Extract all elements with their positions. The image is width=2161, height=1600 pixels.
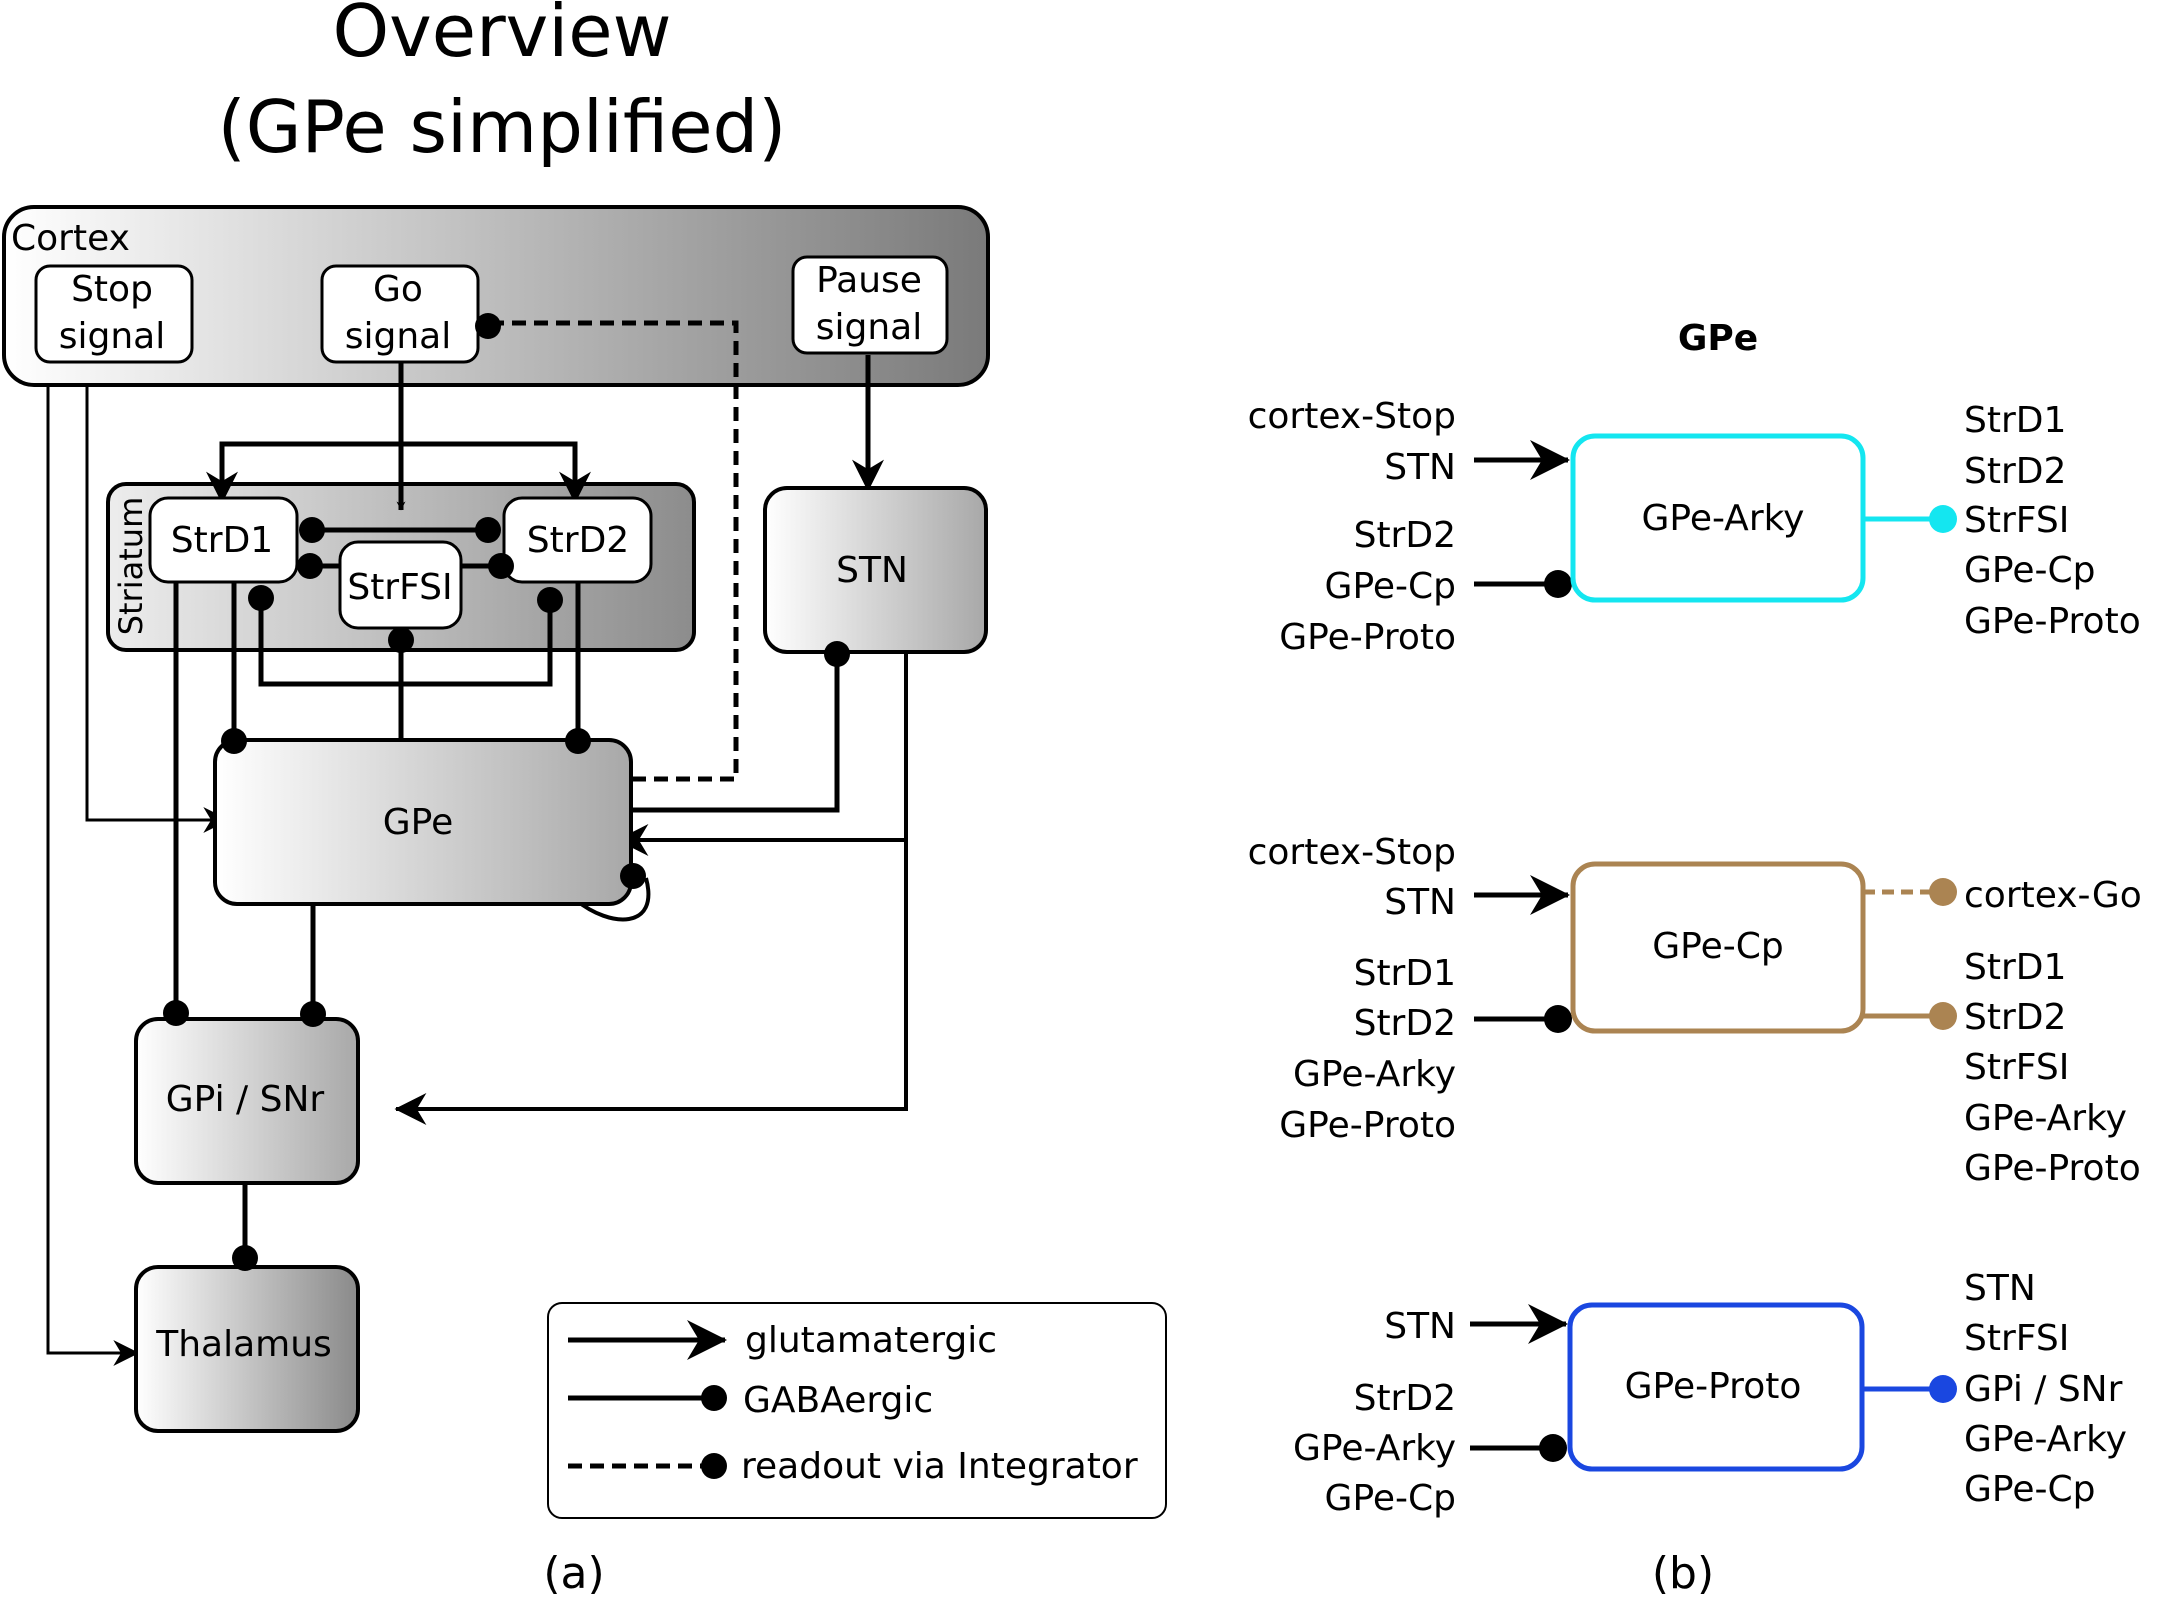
gpe-to-stn-line [632, 654, 840, 813]
overview-title-line2: (GPe simplified) [218, 85, 787, 169]
strfsi-label: StrFSI [347, 567, 452, 608]
arky-exc-input-1: cortex-Stop [1248, 396, 1456, 437]
proto-output-dot [1929, 1375, 1957, 1403]
gpe-node: GPe [213, 738, 633, 906]
cortex-box [2, 205, 990, 387]
overview-title-line1: Overview [333, 0, 672, 73]
gpe-self-loop [574, 877, 651, 922]
proto-output-2: StrFSI [1964, 1318, 2069, 1359]
arky-inh-input-3: GPe-Proto [1279, 617, 1456, 658]
legend-readout-label: readout via Integrator [741, 1446, 1138, 1487]
striatum-label: Striatum [112, 497, 150, 636]
stop-signal-node: Stop signal [34, 264, 194, 364]
stop-to-gpe-arrow [85, 385, 230, 833]
gpe-arky-group: cortex-Stop STN StrD2 GPe-Cp GPe-Proto G… [1248, 396, 2141, 658]
arky-inh-input-2: GPe-Cp [1325, 566, 1456, 607]
legend-gabaergic-label: GABAergic [743, 1380, 933, 1421]
cp-output-1: StrD1 [1964, 947, 2066, 988]
overview-panel: Overview (GPe simplified) Cortex Striatu… [2, 0, 1167, 1599]
go-signal-line1: Go [373, 269, 423, 310]
arky-output-4: GPe-Cp [1964, 550, 2095, 591]
cp-readout-output: cortex-Go [1964, 875, 2142, 916]
cp-readout-dot [1929, 878, 1957, 906]
arky-inh-dot [1544, 570, 1572, 598]
cp-output-4: GPe-Arky [1964, 1098, 2127, 1139]
cortex-to-thalamus-arrow [46, 385, 140, 1366]
pause-signal-line1: Pause [816, 260, 922, 301]
panel-b-label: (b) [1652, 1548, 1714, 1599]
pause-signal-node: Pause signal [791, 255, 949, 355]
arky-output-dot [1929, 505, 1957, 533]
gpe-cp-label: GPe-Cp [1652, 926, 1783, 967]
proto-output-5: GPe-Cp [1964, 1469, 2095, 1510]
stn-node: STN [763, 486, 988, 654]
overview-inhibitory-dots [163, 313, 850, 1271]
arky-output-3: StrFSI [1964, 500, 2069, 541]
gpe-subpopulations-panel: GPe cortex-Stop STN StrD2 GPe-Cp GPe-Pro… [1248, 318, 2142, 1599]
arky-output-1: StrD1 [1964, 400, 2066, 441]
arky-output-2: StrD2 [1964, 451, 2066, 492]
gpe-cp-box [1570, 861, 1866, 1034]
legend-glutamatergic-label: glutamatergic [745, 1320, 997, 1361]
cp-output-3: StrFSI [1964, 1047, 2069, 1088]
cp-inh-input-3: GPe-Arky [1293, 1054, 1456, 1095]
legend-readout-dot [701, 1453, 727, 1479]
proto-output-4: GPe-Arky [1964, 1419, 2127, 1460]
panel-a-label: (a) [543, 1548, 604, 1599]
thalamus-label: Thalamus [155, 1324, 332, 1365]
gpe-proto-group: STN StrD2 GPe-Arky GPe-Cp GPe-Proto STN … [1293, 1268, 2127, 1519]
stn-label: STN [836, 550, 908, 591]
cp-inh-dot [1544, 1005, 1572, 1033]
strd1-strd2-bottom-loop [258, 598, 553, 687]
gpi-node: GPi / SNr [134, 1017, 360, 1185]
readout-dashed-line [490, 320, 739, 782]
cp-exc-input-1: cortex-Stop [1248, 832, 1456, 873]
cp-exc-input-2: STN [1384, 882, 1456, 923]
gpe-label: GPe [383, 802, 453, 843]
cp-inh-input-4: GPe-Proto [1279, 1105, 1456, 1146]
proto-inh-dot [1539, 1434, 1567, 1462]
proto-output-1: STN [1964, 1268, 2036, 1309]
go-signal-line2: signal [345, 316, 452, 357]
arky-inh-input-1: StrD2 [1354, 515, 1456, 556]
gpe-proto-label: GPe-Proto [1625, 1366, 1802, 1407]
gpe-arky-label: GPe-Arky [1642, 498, 1805, 539]
thalamus-node: Thalamus [134, 1265, 360, 1433]
strd2-node: StrD2 [502, 496, 653, 584]
stop-signal-line2: signal [59, 316, 166, 357]
proto-inh-input-2: GPe-Arky [1293, 1428, 1456, 1469]
arky-output-5: GPe-Proto [1964, 601, 2141, 642]
strd1-node: StrD1 [148, 496, 299, 584]
proto-exc-input-1: STN [1384, 1306, 1456, 1347]
legend: glutamatergic GABAergic readout via Inte… [547, 1302, 1167, 1519]
cp-inh-input-1: StrD1 [1354, 953, 1456, 994]
cp-inh-input-2: StrD2 [1354, 1003, 1456, 1044]
cp-output-5: GPe-Proto [1964, 1148, 2141, 1189]
gpe-panel-title: GPe [1678, 318, 1758, 359]
cp-output-2: StrD2 [1964, 997, 2066, 1038]
overview-connections [46, 320, 908, 1366]
cortex-label: Cortex [11, 218, 130, 259]
gpi-label: GPi / SNr [166, 1079, 325, 1120]
pause-signal-line2: signal [816, 307, 923, 348]
strd2-label: StrD2 [527, 520, 629, 561]
gpe-cp-group: cortex-Stop STN StrD1 StrD2 GPe-Arky GPe… [1248, 832, 2142, 1189]
proto-output-3: GPi / SNr [1964, 1369, 2123, 1410]
proto-inh-input-3: GPe-Cp [1325, 1478, 1456, 1519]
strfsi-node: StrFSI [338, 540, 463, 630]
proto-inh-input-1: StrD2 [1354, 1378, 1456, 1419]
go-signal-node: Go signal [320, 264, 480, 364]
cp-output-dot [1929, 1002, 1957, 1030]
legend-gabaergic-dot [701, 1385, 727, 1411]
arky-exc-input-2: STN [1384, 447, 1456, 488]
stn-to-gpi-arrow [394, 840, 908, 1125]
stop-signal-line1: Stop [71, 269, 153, 310]
strd1-label: StrD1 [171, 520, 273, 561]
